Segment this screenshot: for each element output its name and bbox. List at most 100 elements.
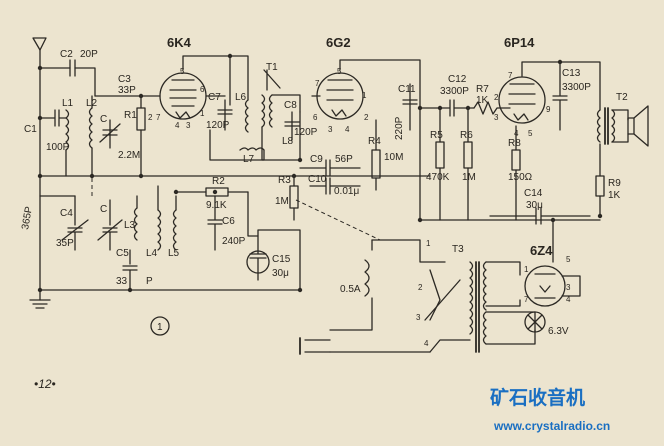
tube-6p14-label: 6P14	[504, 35, 535, 50]
tube-6z4: 6Z4 5 1 3 4 7	[524, 243, 571, 307]
r6-value: 1M	[462, 172, 476, 183]
figure-number-label: 1	[157, 322, 163, 333]
c3-value: 33P	[118, 85, 136, 96]
selector-terminals: 1 2 3 4	[416, 239, 431, 348]
pin-label: 3	[494, 113, 499, 122]
pin-label: 2	[148, 113, 153, 122]
pin-label: 2	[364, 113, 369, 122]
c12-label: C12	[448, 74, 467, 85]
c14-value: 30μ	[526, 200, 543, 211]
watermark: 矿石收音机 www.crystalradio.cn	[490, 386, 610, 433]
pin-label: 7	[315, 79, 320, 88]
c6-label: C6	[222, 216, 235, 227]
wiring	[29, 37, 649, 355]
c13-label: C13	[562, 68, 581, 79]
c14-label: C14	[524, 188, 543, 199]
fuse-value: 0.5A	[340, 284, 361, 295]
pin-label: 2	[494, 93, 499, 102]
r7-label: R7	[476, 84, 489, 95]
c1-label: C1	[24, 124, 37, 135]
c5-value: 33	[116, 276, 128, 287]
tube-6p14: 6P14 7 2 3 9 4 5	[494, 35, 551, 138]
r8-label: R8	[508, 138, 521, 149]
pin-label: 1	[362, 91, 367, 100]
r3-value: 1M	[275, 196, 289, 207]
pin-label: 9	[546, 105, 551, 114]
terminal-label: 4	[424, 339, 429, 348]
c8-value: 120P	[294, 127, 318, 138]
figure-number: 1	[150, 316, 170, 336]
watermark-brand: 矿石收音机	[490, 386, 585, 409]
r7-value: 1K	[476, 95, 489, 106]
c5-label: C5	[116, 248, 129, 259]
c3-label: C3	[118, 74, 131, 85]
pin-label: 6	[200, 85, 205, 94]
c8-label: C8	[284, 100, 297, 111]
pin-label: 6	[313, 113, 318, 122]
c9-label: C9	[310, 154, 323, 165]
c10-value: 0.01μ	[334, 186, 359, 197]
terminal-label: 1	[426, 239, 431, 248]
terminal-label: 3	[416, 313, 421, 322]
pin-label: 5	[180, 67, 185, 76]
c10-label: C10	[308, 174, 327, 185]
t3-label: T3	[452, 244, 464, 255]
tube-6z4-label: 6Z4	[530, 243, 553, 258]
c12-value: 3300P	[440, 86, 469, 97]
l6-label: L6	[235, 92, 247, 103]
pin-label: 7	[156, 113, 161, 122]
tube-6g2-label: 6G2	[326, 35, 351, 50]
l1-label: L1	[62, 98, 74, 109]
t1-label: T1	[266, 62, 278, 73]
r2-value: 9.1K	[206, 200, 227, 211]
component-labels: C2 20P C3 33P C1 100P L1 L2 C R1 2.2M L6…	[20, 49, 628, 337]
pin-label: 7	[524, 295, 529, 304]
c7-value: 120P	[206, 120, 230, 131]
r1-label: R1	[124, 110, 137, 121]
c9-value: 56P	[335, 154, 353, 165]
tube-6k4-label: 6K4	[167, 35, 192, 50]
pin-label: 4	[175, 121, 180, 130]
r3-label: R3	[278, 175, 291, 186]
pin-label: 5	[337, 67, 342, 76]
tube-6k4: 6K4 5 6 2 7 1 4 3	[148, 35, 207, 130]
r5-value: 470K	[426, 172, 450, 183]
r9-label: R9	[608, 178, 621, 189]
terminal-label: 2	[418, 283, 423, 292]
c7-label: C7	[208, 92, 221, 103]
r4-value: 10M	[384, 152, 403, 163]
r2-label: R2	[212, 176, 225, 187]
tube-6g2: 6G2 5 7 1 6 2 3 4	[313, 35, 369, 134]
r5-label: R5	[430, 130, 443, 141]
pin-label: 3	[328, 125, 333, 134]
r4-label: R4	[368, 136, 381, 147]
pin-label: 4	[345, 125, 350, 134]
c4-label: C4	[60, 208, 73, 219]
c4-trim-value: 365P	[20, 205, 35, 230]
lamp-voltage: 6.3V	[548, 326, 569, 337]
pin-label: 5	[566, 255, 571, 264]
r1-value: 2.2M	[118, 150, 140, 161]
l8-label: L8	[282, 136, 294, 147]
pin-label: 7	[508, 71, 513, 80]
pin-label: 5	[528, 129, 533, 138]
c13-value: 3300P	[562, 82, 591, 93]
pin-label: 4	[566, 295, 571, 304]
c4-value: 35P	[56, 238, 74, 249]
tuning-cap-lower-label: C	[100, 204, 107, 215]
r8-value: 150Ω	[508, 172, 533, 183]
page-number: •12•	[34, 377, 56, 391]
c15-label: C15	[272, 254, 291, 265]
c2-label: C2	[60, 49, 73, 60]
c6-value: 240P	[222, 236, 246, 247]
pin-label: 3	[186, 121, 191, 130]
l3-label: L3	[124, 220, 136, 231]
l2-label: L2	[86, 98, 98, 109]
t2-label: T2	[616, 92, 628, 103]
r9-value: 1K	[608, 190, 621, 201]
junction-dots	[37, 53, 603, 293]
pin-label: 4	[514, 129, 519, 138]
tuning-cap-upper-label: C	[100, 114, 107, 125]
